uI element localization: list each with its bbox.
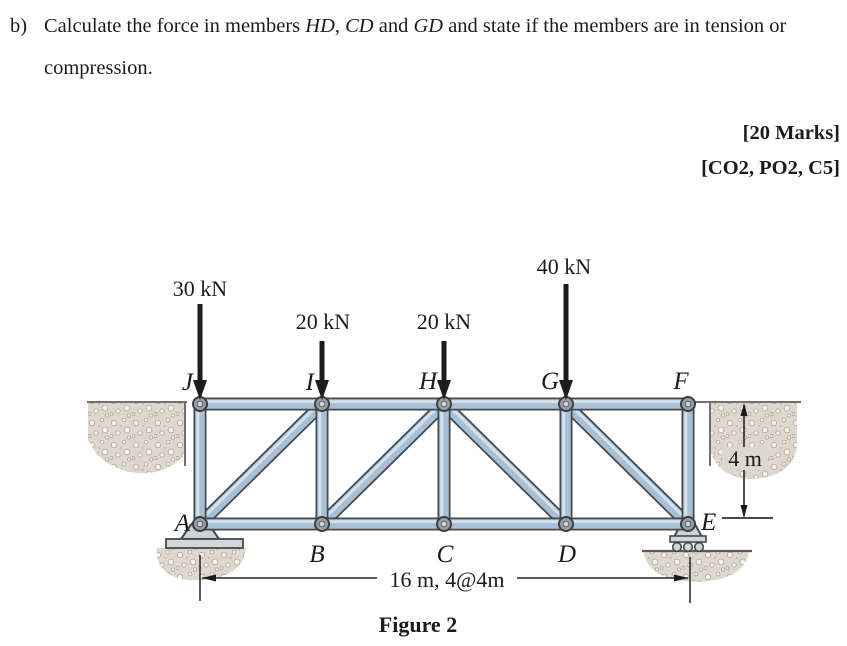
span-dimension-label: 16 m, 4@4m xyxy=(390,567,505,592)
roller-wheel-icon xyxy=(693,541,705,553)
joint-label-C: C xyxy=(437,541,454,568)
member-AI xyxy=(193,397,329,531)
joint-B xyxy=(314,516,330,532)
member-name-GD: GD xyxy=(413,15,444,37)
question-text-line1: Calculate the force in members HD, CD an… xyxy=(44,15,842,38)
load-label-H: 20 kN xyxy=(417,309,472,334)
dimension-arrow-right-icon xyxy=(674,574,688,582)
load-arrow-I xyxy=(315,341,329,400)
member-name-CD: CD xyxy=(345,15,374,37)
joint-label-F: F xyxy=(672,368,689,395)
joint-label-H: H xyxy=(418,368,439,395)
member-JA xyxy=(193,397,207,531)
arrow-head-icon xyxy=(315,380,329,400)
load-label-J: 30 kN xyxy=(173,276,228,301)
course-outcomes-badge: [CO2, PO2, C5] xyxy=(701,157,840,179)
load-label-I: 20 kN xyxy=(296,309,351,334)
figure-caption: Figure 2 xyxy=(379,612,457,637)
question-text-part: Calculate the force in members xyxy=(44,15,306,37)
joint-label-A: A xyxy=(173,510,191,537)
question-text-separator: , xyxy=(334,15,346,37)
joint-C xyxy=(436,516,452,532)
joint-label-J: J xyxy=(182,369,195,396)
member-FE xyxy=(681,397,695,531)
member-GD xyxy=(559,397,573,531)
joint-label-D: D xyxy=(557,541,576,568)
load-arrow-H xyxy=(437,341,451,400)
wall-hatch-left xyxy=(87,401,187,474)
height-dimension: 4 m xyxy=(722,403,773,519)
dimension-arrow-left-icon xyxy=(202,574,216,582)
joint-I xyxy=(314,396,330,412)
joint-F xyxy=(680,396,696,412)
span-dimension: 16 m, 4@4m xyxy=(199,555,691,603)
roller-wheel-icon xyxy=(682,541,694,553)
question-text-part2: and state if the members are in tension … xyxy=(443,15,787,37)
dimension-arrow-down-icon xyxy=(740,505,748,518)
load-arrow-J xyxy=(193,304,207,400)
ground-hatch-E xyxy=(642,549,752,582)
load-arrow-G xyxy=(559,284,573,400)
member-HD xyxy=(437,397,573,531)
member-IB xyxy=(315,397,329,531)
question-text-and: and xyxy=(373,15,414,37)
marks-badge: [20 Marks] xyxy=(742,122,840,144)
arrow-head-icon xyxy=(559,380,573,400)
member-GE xyxy=(559,397,695,531)
joint-H xyxy=(436,396,452,412)
item-label: b) xyxy=(10,15,28,37)
joint-J xyxy=(192,396,208,412)
joint-label-B: B xyxy=(309,541,324,568)
roller-wheel-icon xyxy=(671,541,683,553)
arrow-head-icon xyxy=(437,380,451,400)
member-BH xyxy=(315,397,451,531)
member-name-HD: HD xyxy=(305,15,335,37)
joint-label-E: E xyxy=(700,509,716,536)
member-HC xyxy=(437,397,451,531)
joint-label-G: G xyxy=(541,368,559,395)
height-dimension-label: 4 m xyxy=(728,446,762,471)
load-label-G: 40 kN xyxy=(537,254,592,279)
arrow-head-icon xyxy=(193,380,207,400)
dimension-arrow-up-icon xyxy=(740,403,748,416)
joint-E xyxy=(680,516,696,532)
ground-hatch-A xyxy=(156,548,246,581)
joint-label-I: I xyxy=(305,369,316,396)
joint-A xyxy=(192,516,208,532)
joint-D xyxy=(558,516,574,532)
question-text-line2: compression. xyxy=(44,57,153,79)
